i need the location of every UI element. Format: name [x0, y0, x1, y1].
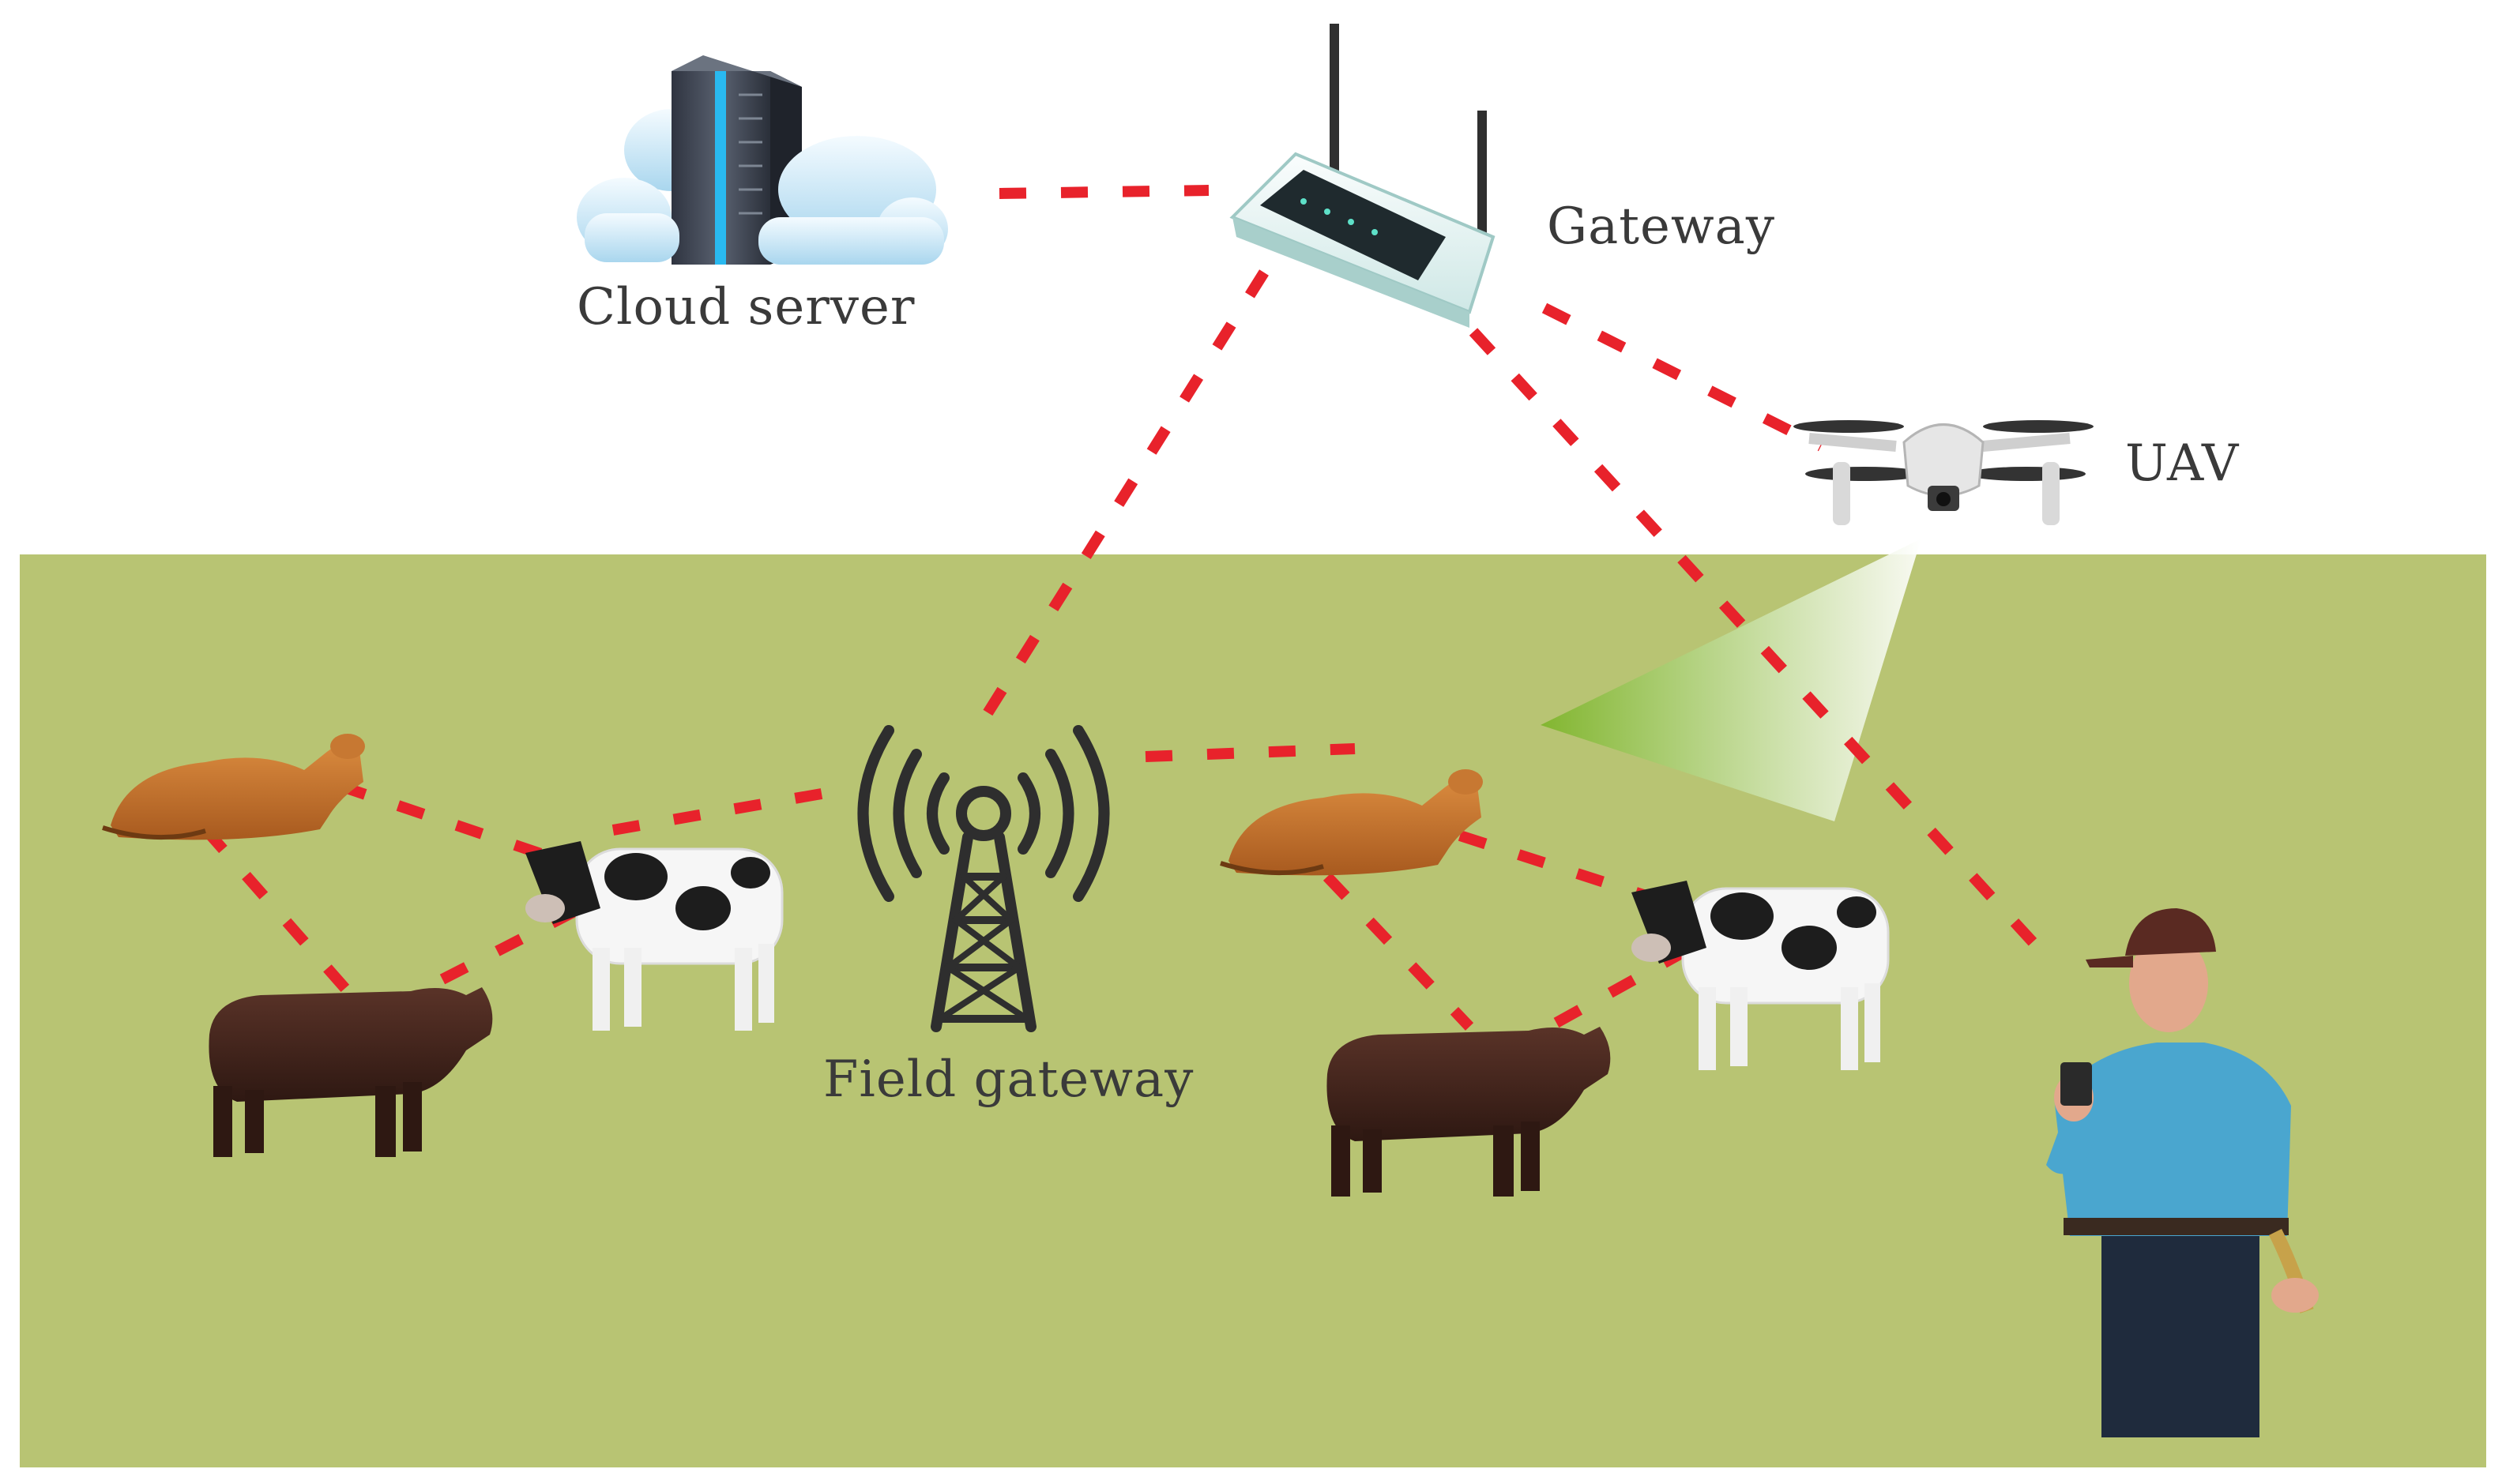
cloud-server-label: Cloud server [577, 278, 916, 336]
uav-label: UAV [2125, 434, 2240, 493]
brown-bull-icon [1326, 1027, 1611, 1197]
link-gateway-farmer [1469, 328, 2039, 948]
cloud-server-icon [577, 55, 948, 265]
gateway-label: Gateway [1547, 197, 1775, 256]
uav-camera-beam [1541, 539, 1921, 821]
link-cloud-gateway [999, 185, 1210, 199]
wifi-router-icon [1229, 24, 1496, 328]
link-gateway-uav [1541, 302, 1824, 452]
lying-cow-icon [102, 734, 365, 840]
holstein-cow-icon [525, 841, 784, 1031]
field-gateway-label: Field gateway [823, 1050, 1195, 1109]
radio-tower-icon [857, 725, 1110, 1032]
drone-icon [1793, 420, 2094, 525]
holstein-cow-icon [1631, 881, 1890, 1070]
farmer-with-phone-icon [2046, 908, 2319, 1437]
lying-cow-icon [1220, 769, 1483, 876]
brown-bull-icon [209, 987, 493, 1157]
